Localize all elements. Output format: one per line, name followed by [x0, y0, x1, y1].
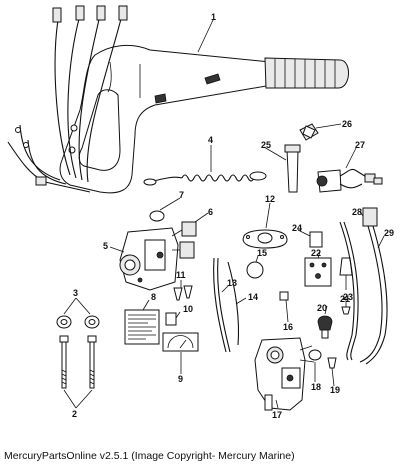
callout-26: 26: [342, 119, 352, 129]
callout-16: 16: [283, 322, 293, 332]
decal-sheet: [124, 309, 160, 345]
clip: [279, 291, 289, 301]
callout-1: 1: [211, 12, 216, 22]
carburetor: [254, 337, 315, 411]
gasket: [242, 229, 288, 249]
primer-bulb: [317, 315, 333, 339]
wire-harness: [7, 5, 128, 193]
callout-14: 14: [248, 292, 258, 302]
callout-9: 9: [178, 374, 183, 384]
leader-lines: [63, 19, 385, 409]
fuel-pump-assembly: [119, 221, 197, 291]
callout-22: 22: [311, 248, 321, 258]
callout-6: 6: [208, 207, 213, 217]
callout-5: 5: [103, 241, 108, 251]
callout-13: 13: [227, 278, 237, 288]
callout-21: 21: [340, 294, 350, 304]
callout-27: 27: [355, 140, 365, 150]
callout-labels: 1 2 3 4 5 6 7 8 9 10 11 12 13 14 15 16 1…: [72, 12, 394, 420]
fitting: [327, 357, 337, 369]
washer: [308, 349, 322, 361]
callout-11: 11: [176, 270, 186, 280]
screws: [173, 285, 193, 301]
sleeve: [309, 231, 323, 248]
stop-switch-parts: [284, 123, 383, 193]
linkage-rods: [213, 257, 240, 353]
fastener: [341, 306, 351, 315]
callout-10: 10: [183, 304, 193, 314]
stop-switch-lanyard: [143, 171, 267, 186]
hoses: [339, 207, 388, 365]
callout-25: 25: [261, 140, 271, 150]
callout-3: 3: [73, 288, 78, 298]
callout-23: 23: [343, 292, 353, 302]
copyright-caption: MercuryPartsOnline v2.5.1 (Image Copyrig…: [4, 450, 295, 462]
small-decal: [165, 312, 177, 326]
gauge-decal: [162, 332, 199, 352]
callout-2: 2: [72, 409, 77, 419]
callout-8: 8: [151, 292, 156, 302]
bolts-and-washers: [56, 315, 100, 389]
callout-18: 18: [311, 382, 321, 392]
callout-17: 17: [272, 410, 282, 420]
callout-19: 19: [330, 385, 340, 395]
callout-4: 4: [208, 135, 213, 145]
callout-29: 29: [384, 228, 394, 238]
o-ring: [149, 210, 165, 222]
plug-disc: [246, 261, 264, 279]
callout-12: 12: [265, 194, 275, 204]
callout-28: 28: [352, 207, 362, 217]
tiller-handle: [59, 44, 349, 194]
callout-24: 24: [292, 223, 302, 233]
enrichener-block: [304, 257, 332, 287]
callout-7: 7: [179, 190, 184, 200]
callout-15: 15: [257, 248, 267, 258]
callout-20: 20: [317, 303, 327, 313]
